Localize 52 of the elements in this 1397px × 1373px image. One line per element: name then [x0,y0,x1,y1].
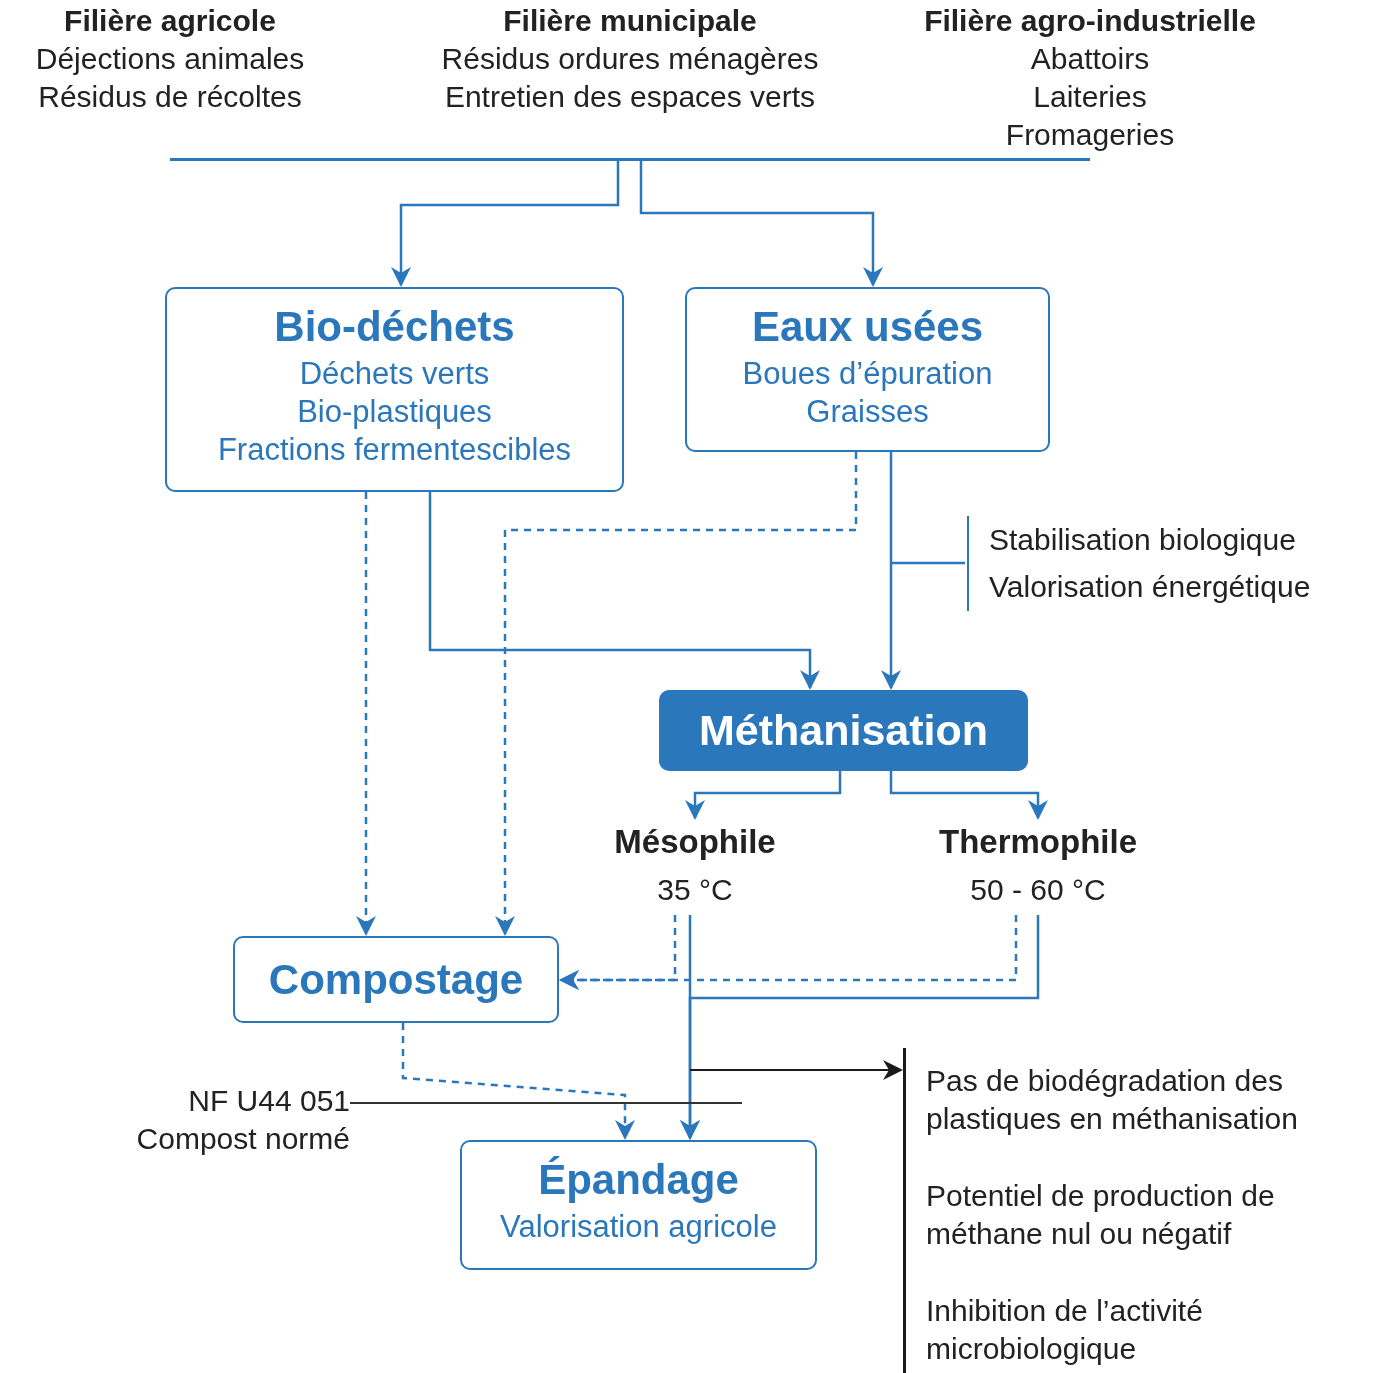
arrow [685,771,842,820]
source-heading: Filière agro-industrielle [924,3,1256,39]
process-box [685,287,1050,452]
node-text: Graisses [806,393,929,431]
arrow [889,771,1048,820]
source-text: Laiteries [1033,79,1147,115]
node-title: Compostage [268,955,524,1005]
node-title: Bio-déchets [274,302,515,352]
arrow [881,452,901,690]
leader-line [891,561,965,565]
node-title: Méthanisation [698,706,989,755]
arrow [680,915,1040,1140]
process-box [460,1140,817,1270]
arrow [689,1060,903,1080]
arrow [401,1023,635,1140]
note-text: Potentiel de production de méthane nul ou négatif [926,1178,1276,1252]
node-text: Valorisation agricole [500,1208,777,1246]
leader-line [349,1102,743,1104]
node-text: Valorisation énergétique [989,570,1312,605]
node-text: NF U44 051 [188,1083,350,1119]
source-text: Résidus ordures ménagères [441,41,819,77]
node-title: Thermophile [939,822,1137,862]
arrow [639,161,883,287]
process-box [165,287,624,492]
node-text: Stabilisation biologique [989,522,1297,557]
node-text: Compost normé [136,1121,350,1157]
node-text: Fractions fermentescibles [217,431,572,469]
source-text: Abattoirs [1030,41,1150,77]
node-title: Mésophile [614,822,776,862]
source-text: Fromageries [1005,117,1175,153]
collector-bar [170,158,1090,161]
arrow [391,161,620,287]
node-text: Boues d’épuration [742,355,993,393]
node-title: Épandage [538,1155,739,1205]
process-box [233,936,559,1023]
node-title: Eaux usées [751,302,984,352]
node-text: Bio-plastiques [297,393,492,431]
arrow [356,492,376,936]
source-text: Entretien des espaces verts [444,79,816,115]
arrow [428,492,820,690]
node-text: 50 - 60 °C [970,872,1106,908]
source-heading: Filière municipale [503,3,757,39]
source-heading: Filière agricole [64,3,276,39]
note-text: Inhibition de l’activité microbiologique [926,1293,1204,1367]
node-text: 35 °C [657,872,733,908]
node-text: Déchets verts [299,355,490,393]
source-text: Résidus de récoltes [38,79,302,115]
process-box [659,690,1028,771]
note-text: Pas de biodégradation des plastiques en méthanisation [926,1063,1299,1137]
source-text: Déjections animales [35,41,305,77]
arrow [559,915,1018,990]
arrow [495,452,858,936]
